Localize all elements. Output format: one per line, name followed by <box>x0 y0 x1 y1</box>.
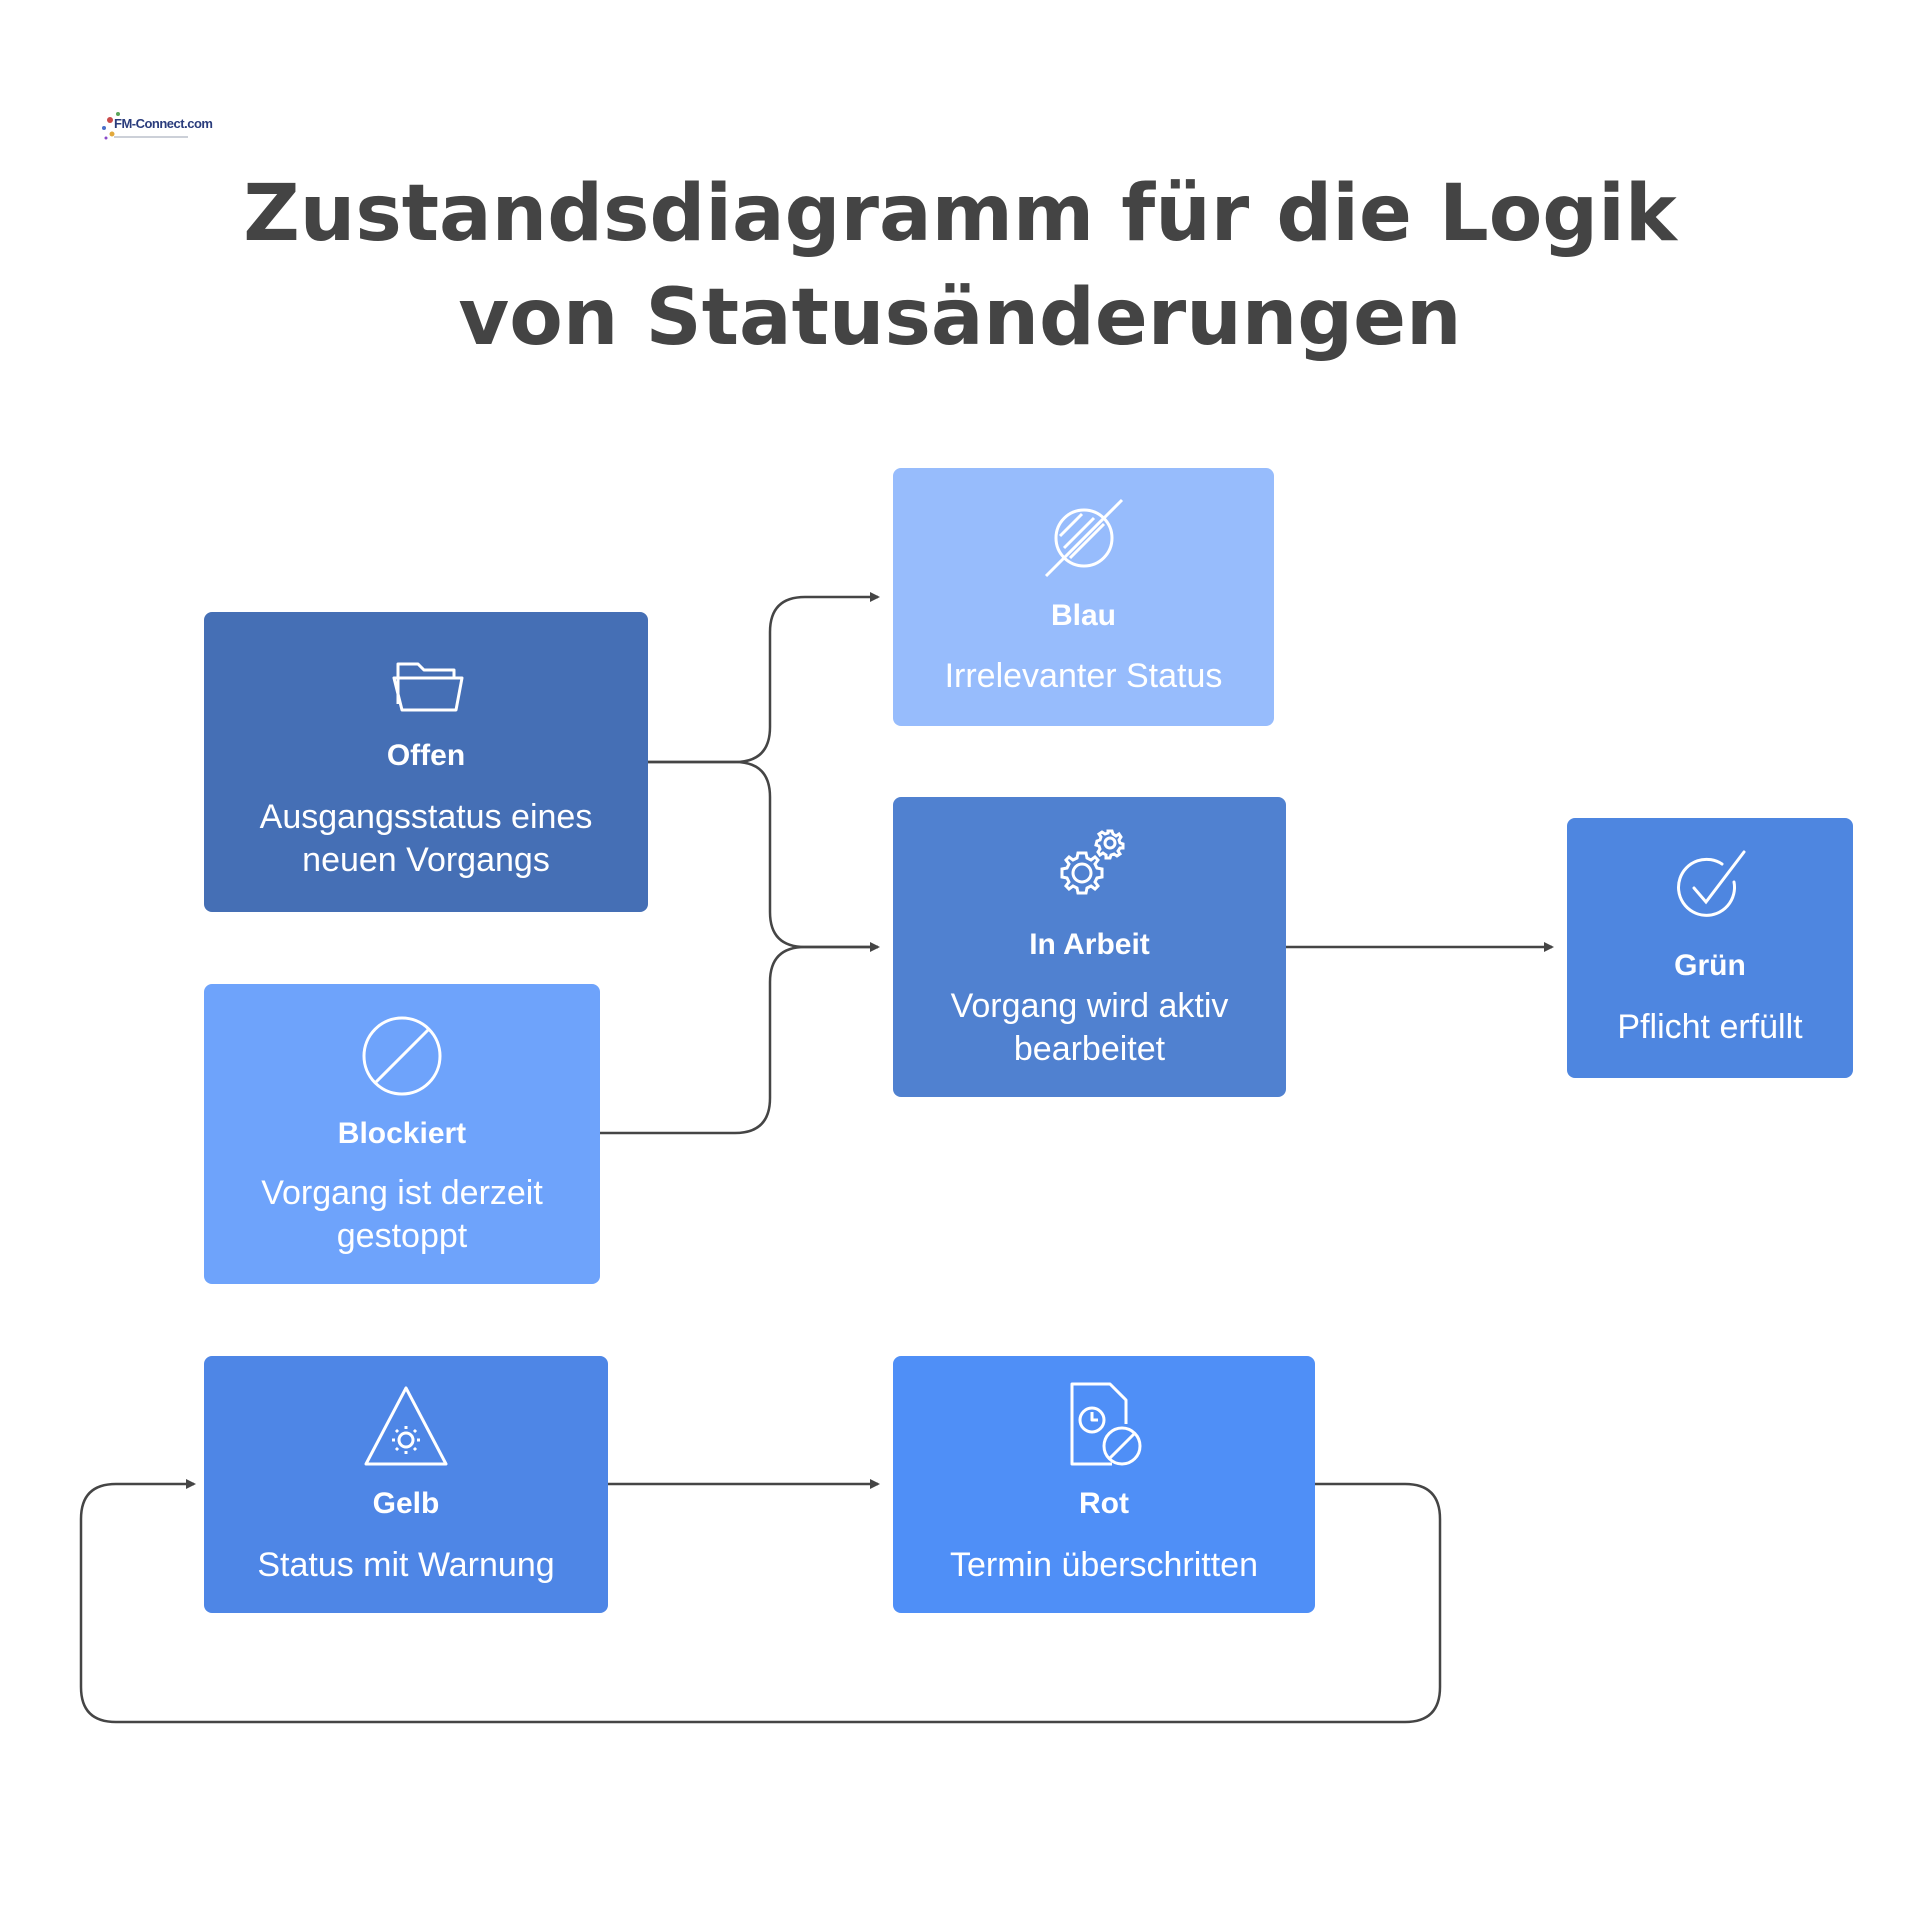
state-description: Pflicht erfüllt <box>1617 1008 1803 1046</box>
check-circle-icon <box>1677 850 1746 917</box>
state-label: In Arbeit <box>1029 928 1150 961</box>
folder-icon <box>392 662 464 712</box>
logo-text: FM-Connect.com <box>114 116 213 131</box>
state-label: Gelb <box>372 1487 440 1520</box>
warning-triangle-icon <box>364 1386 448 1466</box>
state-label: Grün <box>1674 949 1746 982</box>
state-rot[interactable]: Rot Termin überschritten <box>893 1356 1315 1613</box>
logo-splash-icon <box>102 112 188 140</box>
fm-connect-logo: FM-Connect.com <box>98 104 213 150</box>
state-gelb[interactable]: Gelb Status mit Warnung <box>204 1356 608 1613</box>
page-title: Zustandsdiagramm für die Logik von Statu… <box>243 169 1677 363</box>
arrow-blockiert-to-in-arbeit <box>600 945 878 1135</box>
state-description: Termin überschritten <box>949 1546 1258 1584</box>
state-gruen[interactable]: Grün Pflicht erfüllt <box>1567 818 1853 1078</box>
blocked-icon <box>362 1016 442 1096</box>
state-label: Offen <box>386 739 466 772</box>
state-description: Vorgang ist derzeit gestoppt <box>261 1174 543 1255</box>
state-description: Status mit Warnung <box>257 1546 555 1584</box>
state-label: Blau <box>1050 599 1116 632</box>
arrow-offen-to-blau <box>648 592 880 764</box>
state-label: Rot <box>1079 1487 1129 1520</box>
arrow-offen-to-in-arbeit <box>648 760 880 952</box>
state-label: Blockiert <box>337 1117 467 1150</box>
document-clock-cancel-icon <box>1070 1382 1142 1466</box>
state-description: Vorgang wird aktiv bearbeitet <box>950 987 1229 1068</box>
no-entry-icon <box>1044 498 1123 578</box>
state-in-arbeit[interactable]: In Arbeit Vorgang wird aktiv bearbeitet <box>893 797 1286 1097</box>
gears-icon <box>1060 829 1124 895</box>
state-blau[interactable]: Blau Irrelevanter Status <box>893 468 1274 726</box>
state-offen[interactable]: Offen Ausgangsstatus eines neuen Vorgang… <box>204 612 648 912</box>
arrow-rot-to-gelb <box>79 1479 1442 1724</box>
state-description: Ausgangsstatus eines neuen Vorgangs <box>259 798 593 879</box>
state-description: Irrelevanter Status <box>944 657 1223 695</box>
state-blockiert[interactable]: Blockiert Vorgang ist derzeit gestoppt <box>204 984 600 1284</box>
